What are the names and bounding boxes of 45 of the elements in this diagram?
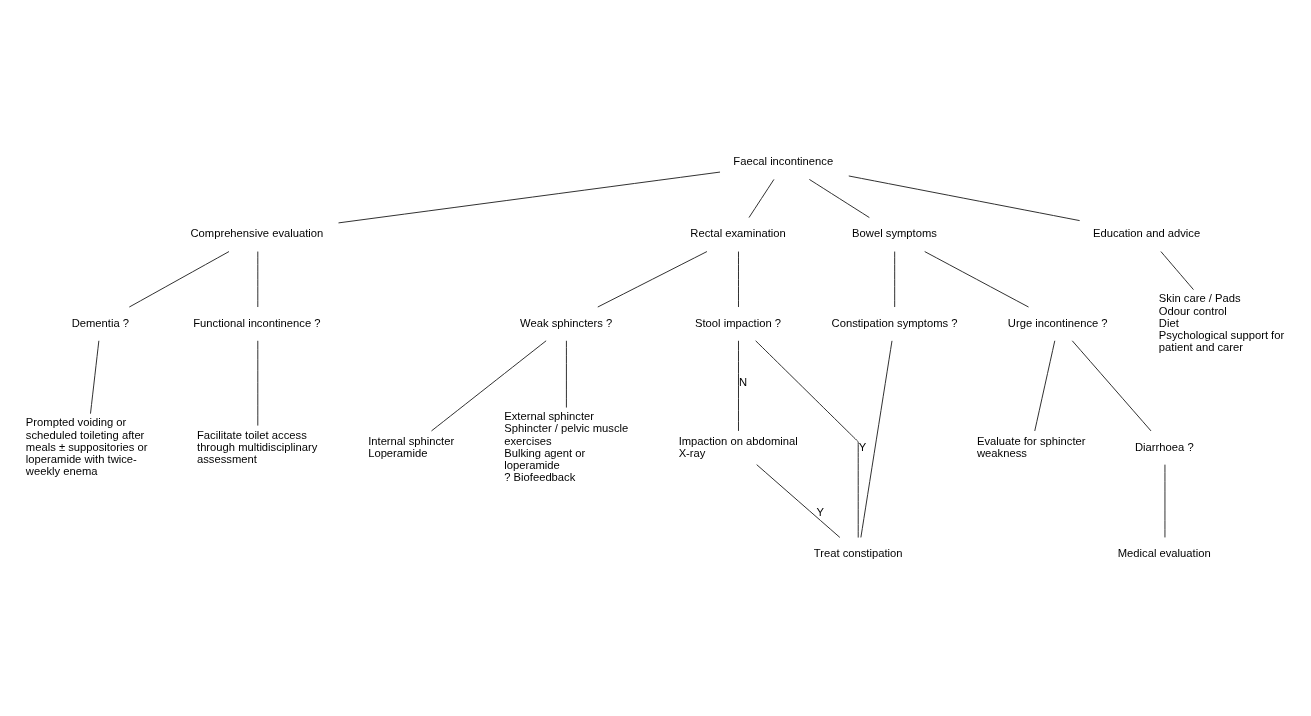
connector (924, 250, 1029, 307)
node-text: Dementia ? (71, 316, 130, 329)
connector (565, 339, 567, 408)
edge-label: Y (816, 505, 825, 518)
connector (128, 250, 230, 307)
node-text: Comprehensive evaluation (190, 226, 324, 239)
connector (1034, 339, 1056, 431)
connector (894, 250, 896, 307)
node-text: Prompted voiding or scheduled toileting after meals ± suppositories or loperamide with twice-weekly enema (25, 415, 148, 477)
connector (338, 171, 721, 223)
node-text: Impaction on abdominal X-ray (678, 434, 798, 459)
node-text: Rectal examination (690, 226, 786, 239)
connector (257, 339, 259, 426)
connector (597, 250, 708, 307)
node-text: External sphincter Sphincter / pelvic muscle exercises Bulking agent or loperamide ? Biofeedback (504, 409, 629, 483)
connector (860, 339, 893, 538)
edge-label: N (739, 375, 748, 388)
node-text: Medical evaluation (1117, 546, 1211, 559)
connector (748, 178, 775, 218)
connector (738, 339, 739, 431)
node-text: Education and advice (1092, 226, 1201, 239)
connector (1071, 339, 1152, 431)
node-text: Treat constipation (813, 546, 903, 559)
node-text: Evaluate for sphincter weakness (976, 434, 1086, 459)
edge-label: Y (858, 440, 867, 453)
connector (738, 250, 739, 307)
connector (1160, 250, 1194, 290)
connector (90, 339, 100, 414)
connector (848, 175, 1081, 221)
node-text: Stool impaction ? (695, 316, 782, 329)
connector (756, 463, 841, 538)
node-text: Bowel symptoms (852, 226, 937, 239)
node-text: Weak sphincters ? (520, 316, 613, 329)
connector (755, 339, 859, 538)
node-text: Diarrhoea ? (1135, 440, 1194, 453)
node-text: Functional incontinence ? (193, 316, 321, 329)
node-text: Constipation symptoms ? (831, 316, 958, 329)
connector (257, 250, 259, 307)
node-text: Urge incontinence ? (1007, 316, 1108, 329)
node-text: Skin care / Pads Odour control Diet Psychological support for patient and carer (1158, 291, 1285, 353)
connector (431, 339, 547, 431)
connector (808, 178, 870, 218)
node-text: Internal sphincter Loperamide (368, 434, 455, 459)
node-text: Facilitate toilet access through multidisciplinary assessment (197, 428, 318, 465)
node-text: Faecal incontinence (733, 154, 834, 167)
